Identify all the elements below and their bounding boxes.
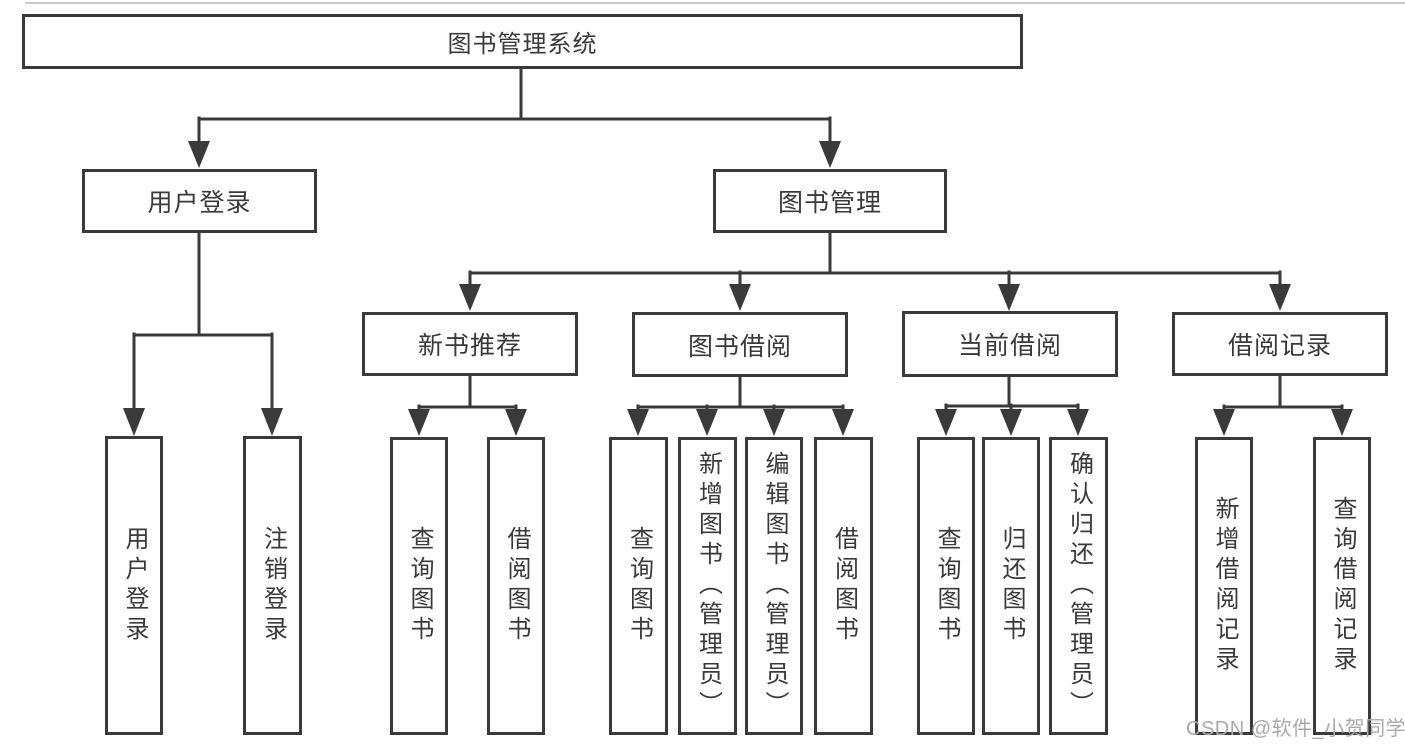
connector-current-to-leaves <box>944 375 1080 414</box>
connector-book-management-to-level2 <box>468 231 1282 289</box>
connector-user-login-to-leaves <box>132 231 274 413</box>
arrowhead-icon <box>819 141 841 168</box>
leaf-logout: 注销登录 <box>243 436 302 735</box>
arrowheads <box>123 141 1353 436</box>
leaf-edit-book-admin: 编辑图书（管理员） <box>745 437 803 735</box>
arrowhead-icon <box>1213 409 1235 436</box>
arrowhead-icon <box>261 408 283 436</box>
arrowhead-icon <box>1067 409 1089 436</box>
leaf-return-books: 归还图书 <box>982 437 1040 735</box>
arrowhead-icon <box>627 409 649 436</box>
leaf-add-book-admin: 新增图书（管理员） <box>678 437 737 735</box>
node-book-borrowing: 图书借阅 <box>632 312 848 377</box>
leaf-query-books-borrowing: 查询图书 <box>609 437 668 735</box>
leaf-query-books-recommend: 查询图书 <box>390 437 448 735</box>
top-divider-line <box>25 2 1405 4</box>
arrowhead-icon <box>1000 409 1022 436</box>
arrowhead-icon <box>935 409 957 436</box>
arrowhead-icon <box>729 284 751 311</box>
leaf-query-books-current: 查询图书 <box>917 437 975 735</box>
connector-records-to-leaves <box>1222 375 1344 414</box>
node-library-system: 图书管理系统 <box>22 14 1023 69</box>
arrowhead-icon <box>1331 409 1353 436</box>
node-current-borrowing: 当前借阅 <box>902 311 1118 377</box>
arrowhead-icon <box>1269 284 1291 311</box>
arrowhead-icon <box>505 409 527 436</box>
node-borrowing-records: 借阅记录 <box>1172 312 1388 376</box>
leaf-query-borrow-record: 查询借阅记录 <box>1313 437 1371 735</box>
node-book-management: 图书管理 <box>713 169 947 233</box>
leaf-borrow-books-borrowing: 借阅图书 <box>814 437 873 735</box>
node-new-book-recommendation: 新书推荐 <box>362 312 578 376</box>
leaf-borrow-books-recommend: 借阅图书 <box>487 437 545 735</box>
connector-borrowing-to-leaves <box>636 375 845 414</box>
arrowhead-icon <box>696 409 718 436</box>
node-user-login: 用户登录 <box>82 169 317 233</box>
arrowhead-icon <box>998 284 1020 311</box>
arrowhead-icon <box>123 408 145 436</box>
connector-root-to-level1 <box>197 65 832 145</box>
connector-recommend-to-leaves <box>417 374 518 414</box>
arrowhead-icon <box>763 409 785 436</box>
arrowhead-icon <box>832 409 854 436</box>
watermark-text: CSDN @软件_小贺同学 <box>1186 718 1405 740</box>
arrowhead-icon <box>408 409 430 436</box>
leaf-user-login: 用户登录 <box>105 436 163 735</box>
arrowhead-icon <box>188 141 210 168</box>
leaf-confirm-return-admin: 确认归还（管理员） <box>1049 437 1108 735</box>
arrowhead-icon <box>459 284 481 311</box>
leaf-add-borrow-record: 新增借阅记录 <box>1195 437 1253 735</box>
